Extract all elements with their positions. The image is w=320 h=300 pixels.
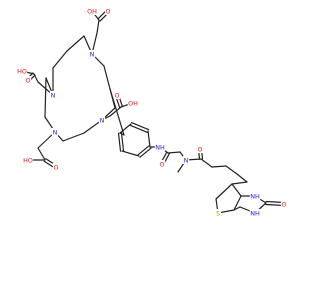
double-bond-35 — [137, 145, 150, 156]
atom-label-n-methyl: N — [184, 156, 189, 164]
single-bond-46 — [200, 158, 213, 168]
atom-label-nh-a: NH — [250, 192, 260, 200]
single-bond-47 — [211, 165, 227, 168]
atom-label-oh1: OH — [87, 7, 97, 15]
atom-label-n3: N — [53, 128, 58, 136]
atom-label-oh3: OH — [128, 99, 138, 107]
double-bond-37 — [117, 132, 122, 152]
atom-label-bg-oh4 — [22, 156, 34, 164]
atom-label-n1: N — [90, 50, 95, 58]
single-bond-8 — [62, 132, 85, 142]
atom-label-bg-o2 — [24, 76, 32, 84]
single-bond-34 — [147, 130, 151, 148]
atom-label-bg-o4 — [52, 163, 60, 171]
atom-label-bg-oh1 — [86, 7, 98, 15]
bond-layer — [21, 9, 285, 214]
double-bond-33 — [130, 122, 150, 131]
double-bond-33 — [129, 124, 149, 133]
atom-label-bg-n2 — [49, 91, 57, 99]
atom-label-bg-s — [214, 209, 222, 217]
single-bond-1 — [66, 35, 85, 52]
single-bond-32 — [119, 123, 132, 134]
atom-label-o-methyl-amide: O — [197, 145, 202, 153]
atom-label-bg-o_methyl_amide — [196, 145, 204, 153]
single-bond-52 — [233, 195, 242, 211]
atom-label-bg-o3 — [113, 91, 121, 99]
atom-label-o-urea: O — [281, 200, 286, 208]
atom-label-o4: O — [53, 163, 58, 171]
single-bond-15 — [96, 19, 100, 34]
atom-label-bg-o1 — [104, 7, 112, 15]
single-bond-30 — [109, 88, 125, 136]
single-bond-48 — [225, 165, 238, 175]
double-bond-37 — [120, 132, 125, 152]
atom-label-bg-nh_a — [249, 192, 261, 200]
atom-label-o1: O — [105, 7, 110, 15]
atom-label-bg-n4 — [98, 116, 106, 124]
atom-label-bg-oh3 — [127, 99, 139, 107]
atom-label-oh2: HO — [17, 67, 27, 75]
single-bond-49 — [236, 173, 248, 183]
atom-label-bg-n3 — [51, 128, 59, 136]
atom-label-bg-n1 — [88, 50, 96, 58]
atom-label-o3: O — [114, 91, 119, 99]
single-bond-51 — [231, 183, 242, 197]
atom-label-bg-oh2 — [16, 67, 28, 75]
atom-label-n4: N — [100, 116, 105, 124]
atom-label-bg-nh_b — [249, 209, 261, 217]
single-bond-60 — [233, 206, 241, 211]
atom-label-nh-b: NH — [250, 209, 260, 217]
single-bond-36 — [121, 150, 140, 157]
single-bond-12 — [103, 65, 111, 90]
atom-label-s: S — [216, 209, 220, 217]
atom-label-bg-nh_amide — [154, 143, 166, 151]
atom-label-bg-n_methyl — [182, 156, 190, 164]
atom-label-nh-amide: NH — [155, 143, 165, 151]
single-bond-5 — [44, 77, 47, 118]
single-bond-50 — [231, 181, 248, 185]
atom-label-bg-o_urea — [280, 200, 288, 208]
single-bond-23 — [109, 106, 122, 117]
single-bond-41 — [167, 151, 181, 154]
double-bond-35 — [139, 147, 152, 158]
atom-label-oh4: HO — [23, 156, 33, 164]
atom-label-n2: N — [51, 91, 56, 99]
single-bond-2 — [52, 50, 68, 69]
atom-label-o2: O — [25, 76, 30, 84]
single-bond-27 — [37, 147, 46, 161]
atom-label-bg-o_amide — [158, 160, 166, 168]
single-bond-55 — [215, 183, 233, 200]
atom-label-o-amide: O — [159, 160, 164, 168]
